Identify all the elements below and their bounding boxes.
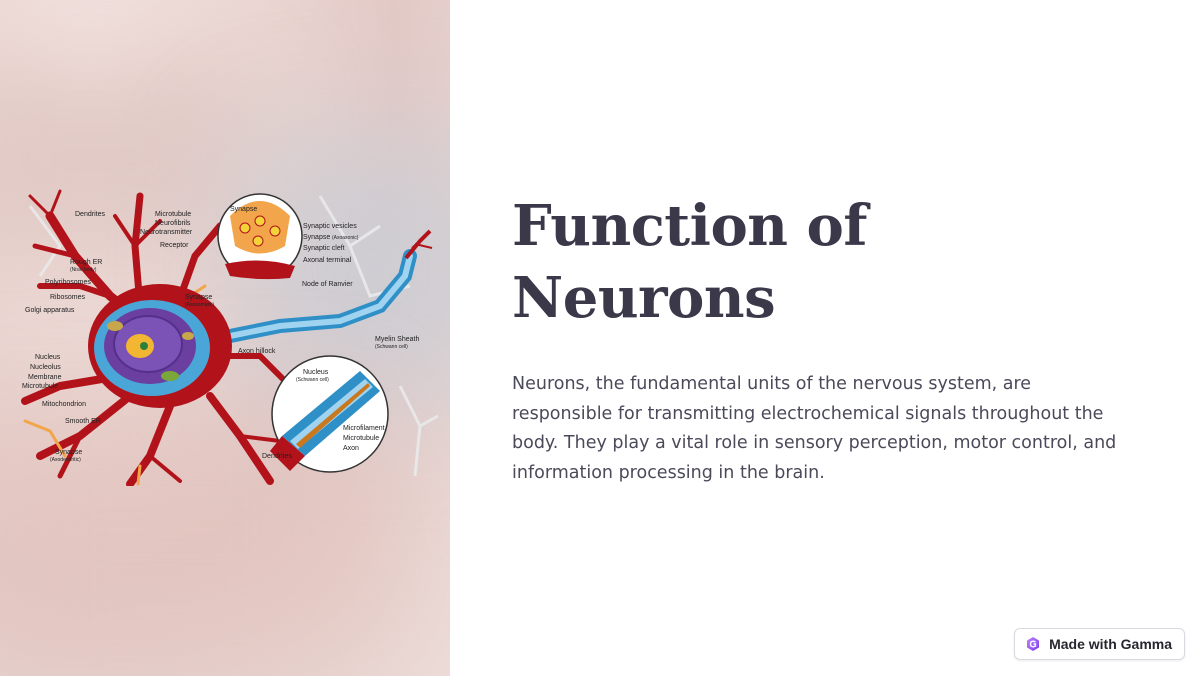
gamma-logo-icon — [1027, 637, 1040, 651]
label-schwann-cell: (Schwann cell) — [375, 344, 408, 350]
label-smooth-er: Smooth ER — [65, 418, 101, 425]
label-neurofibrils: Neurofibrils — [155, 220, 191, 227]
neuron-diagram-svg: Dendrites Microtubule Neurofibrils Neuro… — [21, 189, 439, 486]
label-membrane: Membrane — [28, 374, 62, 381]
label-microfilament: Microfilament — [343, 425, 385, 432]
label-ribosomes: Ribosomes — [50, 294, 86, 301]
made-with-gamma-badge[interactable]: Made with Gamma — [1014, 628, 1185, 660]
label-neurotransmitter: Neurotransmitter — [140, 229, 193, 236]
label-synapse-axoaxonic: Synapse — [303, 234, 330, 241]
label-dendrites-bottom: Dendrites — [262, 453, 292, 460]
label-dendrites: Dendrites — [75, 211, 105, 218]
label-schwann-cell-small: (Schwann cell) — [296, 377, 329, 383]
title-line-1: Function of — [512, 193, 867, 259]
label-axon-hillock: Axon hillock — [238, 348, 276, 355]
slide-content: Function of Neurons Neurons, the fundame… — [512, 190, 1152, 488]
label-golgi: Golgi apparatus — [25, 307, 75, 314]
label-synapse: Synapse — [230, 206, 257, 213]
label-nucleolus: Nucleolus — [30, 364, 61, 371]
label-synapse-axodendritic: Synapse — [55, 449, 82, 456]
label-axonal-terminal: Axonal terminal — [303, 257, 352, 264]
label-microtubule-left: Microtubule — [22, 383, 58, 390]
label-polyribosomes: Polyribosomes — [45, 279, 91, 286]
neuron-diagram: Dendrites Microtubule Neurofibrils Neuro… — [20, 186, 440, 486]
badge-label: Made with Gamma — [1049, 636, 1172, 652]
label-microtubule-inset: Microtubule — [343, 435, 379, 442]
label-receptor: Receptor — [160, 242, 189, 249]
label-axosomatic: (Axosomatic) — [185, 302, 215, 308]
slide-title: Function of Neurons — [512, 190, 1152, 334]
label-axon: Axon — [343, 445, 359, 452]
label-axodendritic: (Axodendritic) — [50, 457, 81, 463]
label-node-ranvier: Node of Ranvier — [302, 281, 353, 288]
label-myelin-sheath: Myelin Sheath — [375, 336, 419, 343]
label-synaptic-cleft: Synaptic cleft — [303, 245, 345, 252]
label-nucleus-schwann: Nucleus — [303, 369, 329, 376]
label-synapse-axosomatic: Synapse — [185, 294, 212, 301]
image-panel: Dendrites Microtubule Neurofibrils Neuro… — [0, 0, 450, 676]
title-line-2: Neurons — [512, 265, 776, 331]
label-synaptic-vesicles: Synaptic vesicles — [303, 223, 357, 230]
label-nissl-body: (Nissl body) — [70, 267, 97, 273]
label-axoaxonic: (Axoaxonic) — [332, 235, 359, 241]
label-nucleus: Nucleus — [35, 354, 61, 361]
slide-body: Neurons, the fundamental units of the ne… — [512, 374, 1117, 483]
label-mitochondrion: Mitochondrion — [42, 401, 86, 408]
label-microtubule: Microtubule — [155, 211, 191, 218]
label-rough-er: Rough ER — [70, 259, 102, 266]
